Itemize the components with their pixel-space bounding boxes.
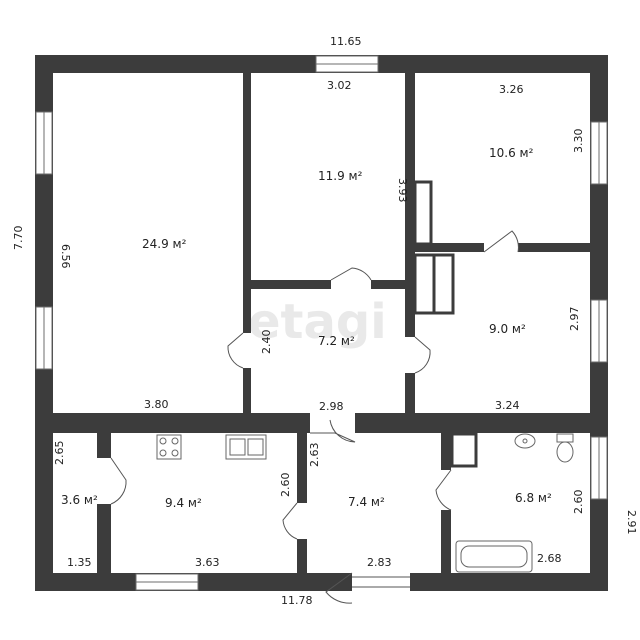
room-dim-corridor-height: 2.63	[308, 443, 321, 468]
watermark: etagi	[248, 294, 387, 350]
toilet	[556, 433, 574, 463]
dim-top-width: 11.65	[330, 35, 362, 48]
room-area-living: 24.9 м²	[142, 237, 187, 251]
room-area-kitchen: 9.4 м²	[165, 496, 202, 510]
room-area-bedroom-top-middle: 11.9 м²	[318, 169, 363, 183]
room-dim-kitchen-width: 3.63	[195, 556, 220, 569]
room-dim-storage-height: 2.65	[53, 441, 66, 466]
room-dim-storage-width: 1.35	[67, 556, 92, 569]
room-area-bedroom-top-right: 10.6 м²	[489, 146, 534, 160]
room-area-bathroom: 6.8 м²	[515, 491, 552, 505]
room-dim-living-height: 6.56	[59, 244, 72, 269]
room-dim-bathroom-width: 2.68	[537, 552, 562, 565]
room-dim-bedroom-top-middle-width: 3.02	[327, 79, 352, 92]
room-area-storage: 3.6 м²	[61, 493, 98, 507]
dim-bottom-width: 11.78	[281, 594, 313, 607]
room-area-corridor: 7.4 м²	[348, 495, 385, 509]
bathtub	[455, 540, 533, 573]
room-dim-bedroom-top-right-width: 3.26	[499, 83, 524, 96]
room-dim-right-middle-width: 3.24	[495, 399, 520, 412]
room-dim-kitchen-height: 2.60	[279, 473, 292, 498]
stove	[156, 434, 182, 460]
room-dim-hall-width: 2.98	[319, 400, 344, 413]
kitchen-sink	[225, 434, 267, 460]
room-dim-bedroom-top-middle-height: 3.93	[396, 178, 409, 203]
room-dim-bedroom-top-right-height: 3.30	[572, 129, 585, 154]
shafts	[413, 180, 478, 468]
dim-right-height: 2.91	[625, 510, 638, 535]
door-swings	[110, 230, 519, 604]
bath-sink	[514, 433, 536, 449]
room-dim-hall-height: 2.40	[260, 330, 273, 355]
room-dim-corridor-width: 2.83	[367, 556, 392, 569]
window-panes	[43, 63, 600, 583]
room-dim-living-width: 3.80	[144, 398, 169, 411]
room-dim-bathroom-height: 2.60	[572, 490, 585, 515]
room-dim-right-middle-height: 2.97	[568, 307, 581, 332]
room-area-right-middle: 9.0 м²	[489, 322, 526, 336]
dim-left-height: 7.70	[12, 226, 25, 251]
room-area-hall: 7.2 м²	[318, 334, 355, 348]
